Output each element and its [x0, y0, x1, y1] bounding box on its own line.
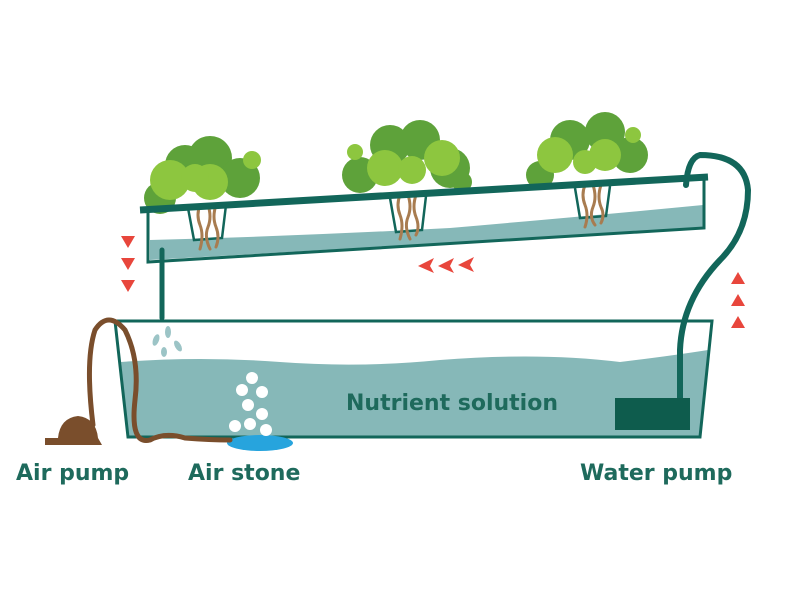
grow-channel [146, 180, 706, 264]
air-tube [86, 317, 233, 443]
air-pump-body [45, 416, 102, 445]
air-bubbles [229, 372, 272, 436]
arrows-down [121, 236, 135, 292]
plant-2 [342, 120, 472, 193]
roots [196, 183, 605, 251]
arrows-up [731, 272, 745, 328]
air-stone-disk [227, 435, 293, 451]
plant-1 [144, 136, 261, 214]
water-pump-body [615, 398, 690, 430]
return-pipe [677, 151, 752, 403]
water-pump-label: Water pump [580, 461, 733, 486]
nutrient-solution-label: Nutrient solution [346, 391, 558, 416]
arrows-left [418, 257, 474, 273]
plant-3 [526, 112, 648, 189]
channel-top [139, 173, 709, 214]
water-drops [152, 326, 182, 357]
air-pump-label: Air pump [16, 461, 130, 486]
air-stone-label: Air stone [188, 461, 301, 486]
reservoir [113, 319, 714, 439]
channel-water [150, 205, 703, 260]
